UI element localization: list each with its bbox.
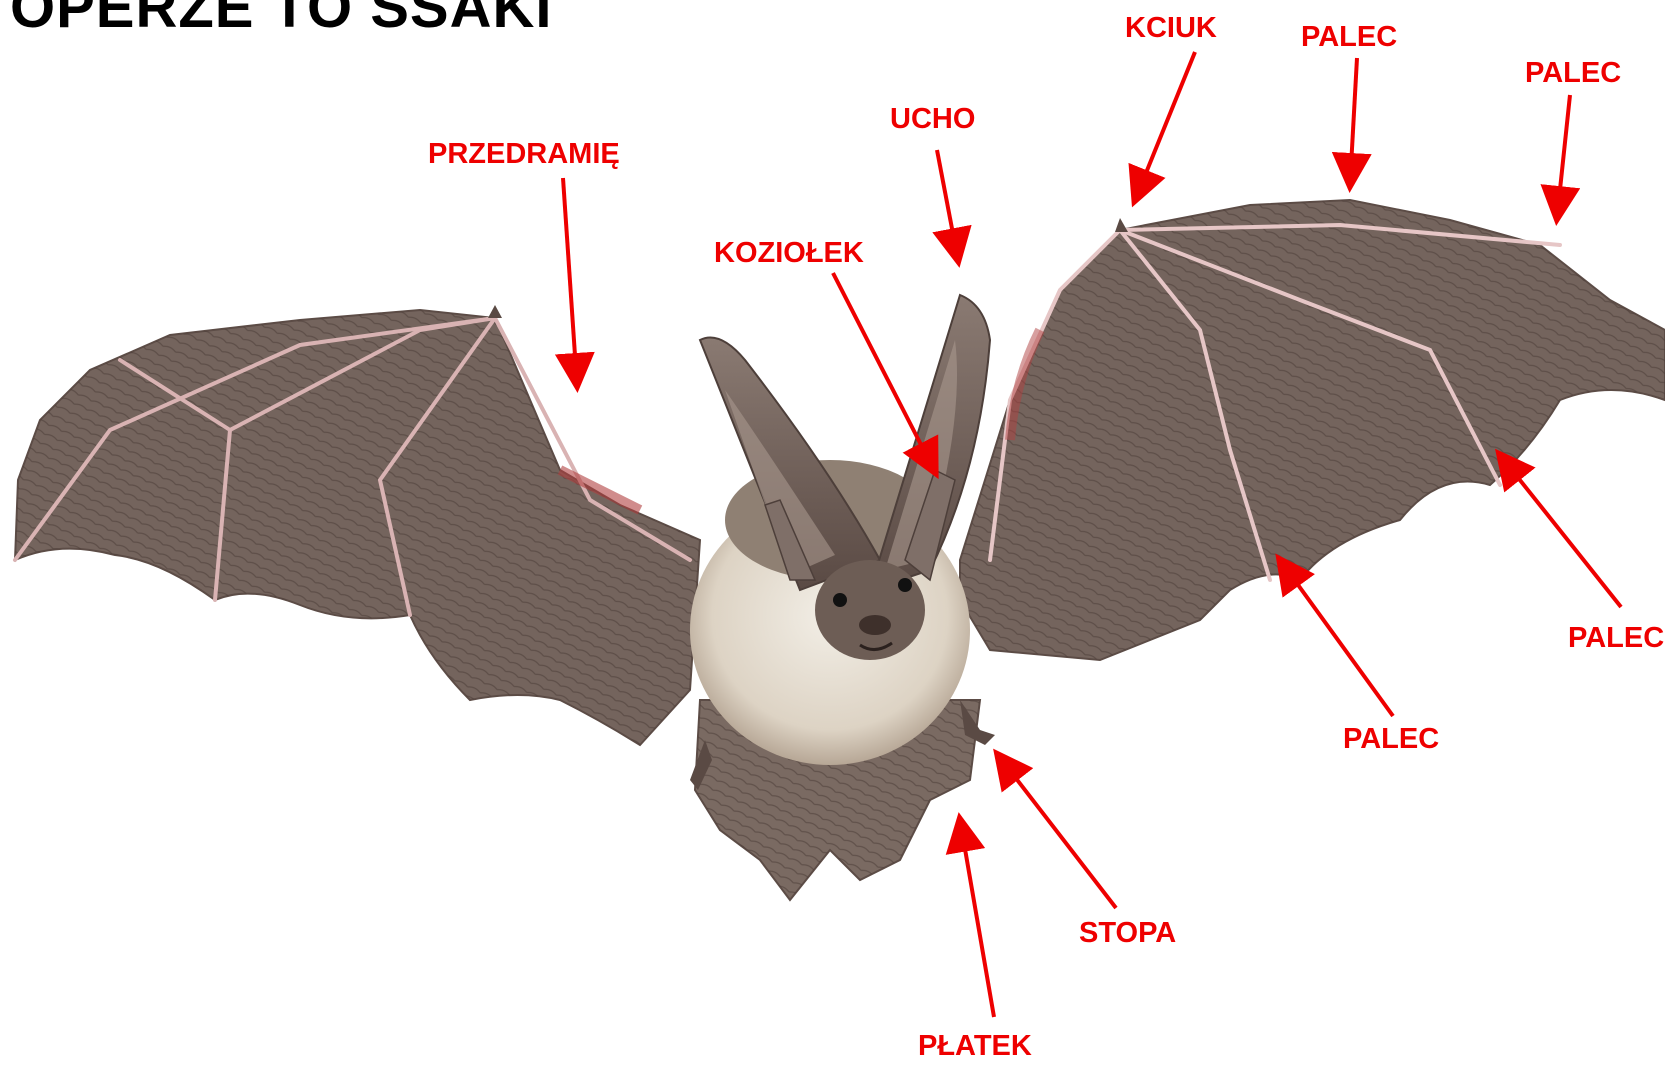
- bat-illustration: [15, 200, 1665, 900]
- arrow-ucho: [937, 150, 958, 260]
- label-koziolek: KOZIOŁEK: [714, 237, 864, 269]
- arrow-stopa: [998, 755, 1116, 908]
- label-przedramie: PRZEDRAMIĘ: [428, 138, 620, 170]
- label-kciuk: KCIUK: [1125, 12, 1217, 44]
- left-eye: [833, 593, 847, 607]
- bat-nose: [859, 615, 891, 635]
- right-eye: [898, 578, 912, 592]
- arrow-palec-right: [1500, 455, 1621, 607]
- label-ucho: UCHO: [890, 103, 975, 135]
- arrow-palec-top: [1350, 58, 1357, 185]
- label-palec-top-right: PALEC: [1525, 57, 1621, 89]
- arrow-palec-top-right: [1557, 95, 1570, 218]
- label-palec-mid: PALEC: [1343, 723, 1439, 755]
- arrow-palec-mid: [1280, 560, 1393, 716]
- label-palec-right: PALEC: [1568, 622, 1664, 654]
- bat-face: [815, 560, 925, 660]
- arrow-przedramie: [563, 178, 577, 385]
- left-thumb-claw: [488, 305, 502, 318]
- label-stopa: STOPA: [1079, 917, 1176, 949]
- label-platek: PŁATEK: [918, 1030, 1032, 1062]
- arrow-koziolek: [833, 273, 935, 472]
- right-thumb-claw: [1115, 218, 1128, 232]
- label-palec-top: PALEC: [1301, 21, 1397, 53]
- arrow-kciuk: [1135, 52, 1195, 200]
- arrow-platek: [960, 820, 994, 1017]
